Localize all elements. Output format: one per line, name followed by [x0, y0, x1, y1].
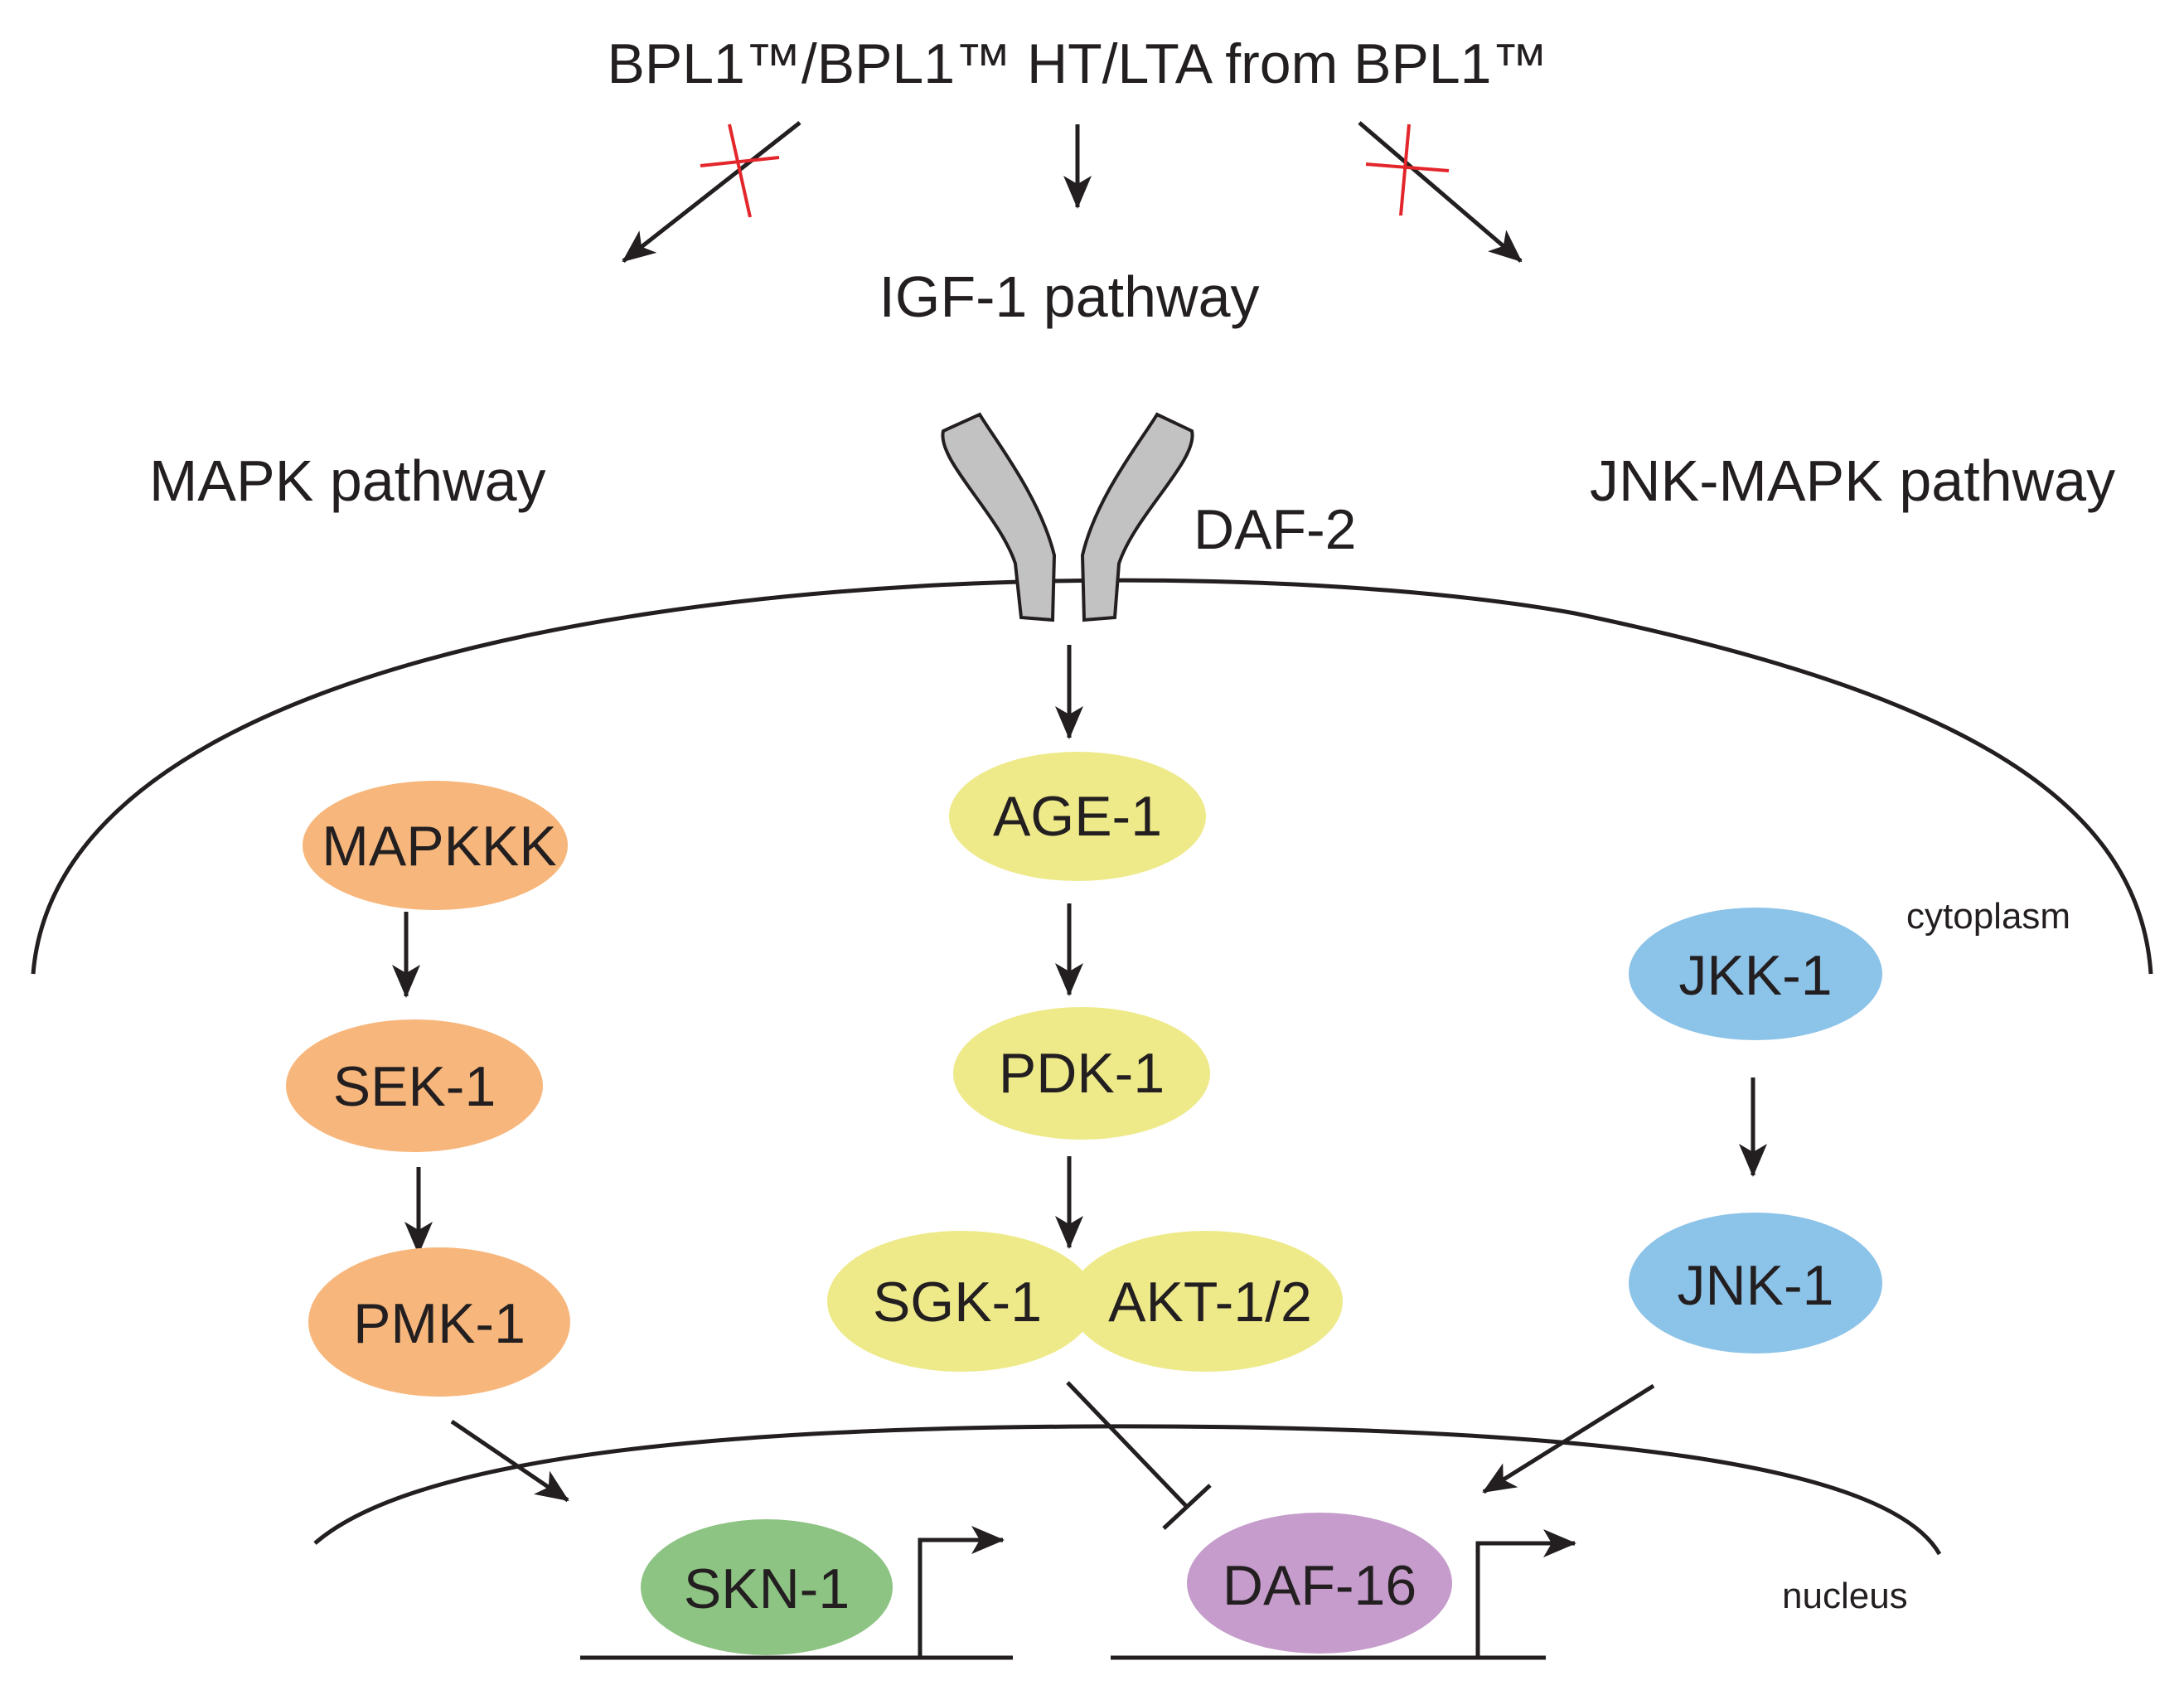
daf2-receptor: [941, 412, 1194, 622]
arrow-pmk1-to-skn1: [450, 1419, 569, 1503]
nuclear-membrane: [313, 1424, 1942, 1556]
skn1-label: SKN-1: [684, 1557, 850, 1620]
receptor-label: DAF-2: [1194, 498, 1356, 561]
jnk1-label: JNK-1: [1678, 1254, 1834, 1317]
jnk1-ellipse: [1629, 1213, 1882, 1353]
igf-pathway-label: IGF-1 pathway: [879, 264, 1259, 329]
mapk-pathway-label: MAPK pathway: [149, 448, 546, 513]
skn1-transcription-arrow: [918, 1526, 1005, 1658]
node-sek1: SEK-1: [286, 1019, 543, 1152]
node-daf16: DAF-16: [1187, 1513, 1452, 1654]
arrow-to-jnk: [1358, 121, 1523, 263]
node-jkk1: JKK-1: [1629, 908, 1882, 1040]
daf16-transcription-arrow: [1475, 1529, 1576, 1658]
skn1-ellipse: [641, 1519, 893, 1655]
mapkkk-ellipse: [303, 781, 568, 910]
daf16-label: DAF-16: [1223, 1554, 1416, 1617]
arrow-jnk1-to-daf16: [1482, 1383, 1655, 1494]
sgk1-ellipse: [827, 1231, 1096, 1372]
node-akt12: AKT-1/2: [1069, 1231, 1343, 1372]
cytoplasm-label: cytoplasm: [1906, 896, 2070, 937]
nucleus-label: nucleus: [1782, 1576, 1908, 1616]
mapkkk-label: MAPKKK: [322, 815, 556, 878]
node-jnk1: JNK-1: [1629, 1213, 1882, 1353]
arrow-to-mapk: [622, 121, 801, 263]
pmk1-label: PMK-1: [353, 1292, 525, 1355]
age1-ellipse: [949, 752, 1206, 881]
inhibition-akt-to-daf16: [1066, 1381, 1212, 1530]
jkk1-label: JKK-1: [1678, 944, 1832, 1007]
daf16-ellipse: [1187, 1513, 1452, 1654]
node-skn1: SKN-1: [641, 1519, 893, 1655]
diagram-title: BPL1™/BPL1™ HT/LTA from BPL1™: [607, 32, 1547, 95]
node-sgk1: SGK-1: [827, 1231, 1096, 1372]
pmk1-ellipse: [308, 1247, 570, 1397]
jnk-mapk-pathway-label: JNK-MAPK pathway: [1590, 448, 2115, 513]
node-age1: AGE-1: [949, 752, 1206, 881]
block-mark-mapk: [700, 123, 780, 218]
akt12-label: AKT-1/2: [1108, 1271, 1312, 1334]
sek1-label: SEK-1: [333, 1055, 496, 1118]
age1-label: AGE-1: [993, 785, 1162, 848]
jkk1-ellipse: [1629, 908, 1882, 1040]
pdk1-label: PDK-1: [999, 1042, 1165, 1105]
sek1-ellipse: [286, 1019, 543, 1152]
pdk1-ellipse: [953, 1007, 1210, 1140]
node-pdk1: PDK-1: [953, 1007, 1210, 1140]
node-mapkkk: MAPKKK: [303, 781, 568, 910]
block-mark-jnk: [1365, 123, 1450, 216]
akt12-ellipse: [1069, 1231, 1343, 1372]
sgk1-label: SGK-1: [873, 1271, 1042, 1334]
cell-membrane: [31, 578, 2153, 975]
node-pmk1: PMK-1: [308, 1247, 570, 1397]
